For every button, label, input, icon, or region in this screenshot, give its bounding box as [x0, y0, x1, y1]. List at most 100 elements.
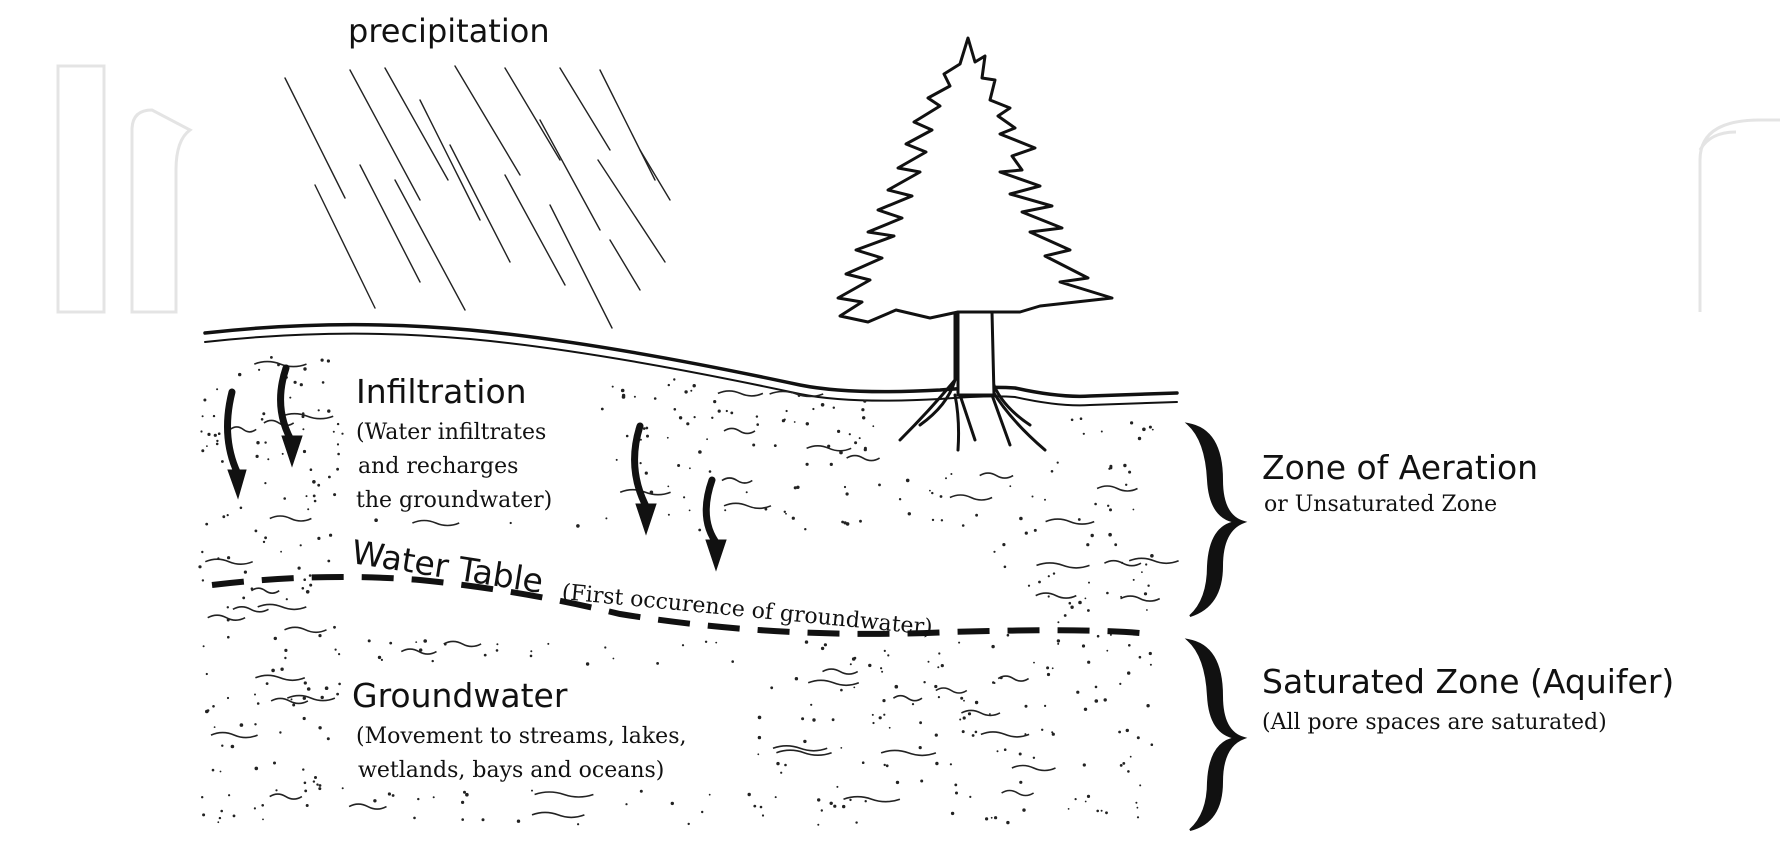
soil-dot [991, 644, 995, 649]
soil-dot [620, 388, 625, 393]
soil-dot [785, 409, 788, 413]
soil-dot [854, 441, 858, 445]
soil-dot [756, 423, 759, 426]
soil-dot [373, 799, 377, 803]
soil-dot [1107, 504, 1110, 507]
soil-squiggle [232, 606, 269, 613]
soil-dot [840, 688, 843, 692]
soil-dot [864, 800, 867, 803]
soil-dot [812, 718, 816, 722]
soil-dot [1019, 516, 1023, 521]
soil-dot [845, 492, 849, 496]
soil-dot [990, 816, 993, 819]
soil-dot [201, 449, 205, 453]
soil-dot [770, 686, 774, 690]
soil-dot [611, 385, 614, 388]
soil-dot [882, 699, 886, 703]
soil-dot [1038, 580, 1041, 584]
soil-dot [260, 418, 264, 421]
soil-dot [255, 454, 259, 458]
soil-dot [804, 528, 807, 531]
soil-dot [715, 641, 718, 644]
soil-dot [820, 809, 823, 812]
soil-dot [1006, 633, 1010, 637]
soil-squiggle [776, 749, 832, 756]
soil-squiggle [348, 803, 387, 810]
soil-dot [934, 684, 938, 689]
soil-dot [805, 462, 809, 466]
soil-dot [216, 439, 219, 443]
soil-dot [858, 437, 861, 440]
soil-dot [625, 434, 629, 438]
soil-dot [841, 520, 844, 524]
soil-dot [862, 416, 866, 420]
soil-dot [275, 789, 278, 792]
soil-dot [239, 723, 244, 727]
soil-dot [940, 664, 944, 668]
soil-squiggle [229, 426, 257, 433]
infiltration-heading: Infiltration [356, 372, 527, 411]
soil-dot [1084, 597, 1087, 600]
tree [836, 36, 1114, 452]
soil-dot [201, 550, 204, 554]
soil-dot [667, 513, 670, 516]
soil-dot [1142, 427, 1146, 432]
soil-dot [684, 390, 688, 394]
soil-dot [242, 596, 246, 600]
soil-dot [303, 681, 307, 685]
soil-dot [1139, 784, 1142, 787]
soil-squiggle [619, 488, 671, 496]
soil-squiggle [772, 745, 828, 752]
soil-dot [1128, 644, 1131, 647]
soil-squiggle [935, 687, 968, 694]
soil-dot [950, 811, 955, 816]
soil-dot [205, 709, 209, 714]
soil-dot [673, 378, 676, 381]
soil-dot [228, 794, 231, 797]
soil-dot [1122, 762, 1126, 765]
soil-dot [280, 667, 284, 671]
soil-dot [667, 383, 670, 387]
soil-dot [923, 681, 926, 684]
soil-squiggle [721, 477, 753, 484]
soil-dot [1103, 698, 1107, 702]
soil-texture [198, 356, 1179, 826]
soil-dot [1032, 756, 1036, 759]
soil-dot [785, 512, 787, 515]
soil-dot [871, 713, 874, 716]
soil-dot [945, 477, 947, 480]
soil-dot [1046, 666, 1050, 670]
soil-dot [1148, 651, 1152, 656]
soil-dot [1002, 543, 1006, 547]
soil-dot [1150, 554, 1154, 558]
soil-dot [793, 486, 797, 490]
soil-dot [625, 803, 628, 806]
soil-dot [318, 726, 322, 730]
ground-surface [203, 322, 1179, 407]
soil-dot [853, 686, 856, 689]
soil-squiggle [979, 472, 1014, 479]
soil-dot [823, 643, 828, 647]
soil-dot [810, 703, 813, 706]
soil-dot [621, 393, 626, 398]
soil-dot [338, 682, 341, 686]
soil-dot [780, 771, 783, 774]
soil-dot [842, 804, 846, 809]
soil-squiggle [806, 445, 852, 452]
soil-dot [271, 668, 275, 673]
soil-dot [1081, 644, 1086, 648]
soil-dot [1046, 672, 1051, 677]
soil-dot [465, 792, 469, 797]
soil-dot [1123, 463, 1127, 468]
soil-dot [254, 693, 256, 696]
soil-dot [303, 367, 307, 371]
soil-dot [281, 452, 284, 455]
soil-dot [971, 734, 975, 737]
soil-dot [747, 792, 751, 797]
soil-dot [1136, 736, 1140, 740]
soil-dot [937, 696, 941, 699]
soil-dot [853, 656, 857, 660]
soil-dot [327, 559, 331, 563]
soil-dot [1094, 685, 1098, 689]
soil-dot [1118, 730, 1121, 734]
